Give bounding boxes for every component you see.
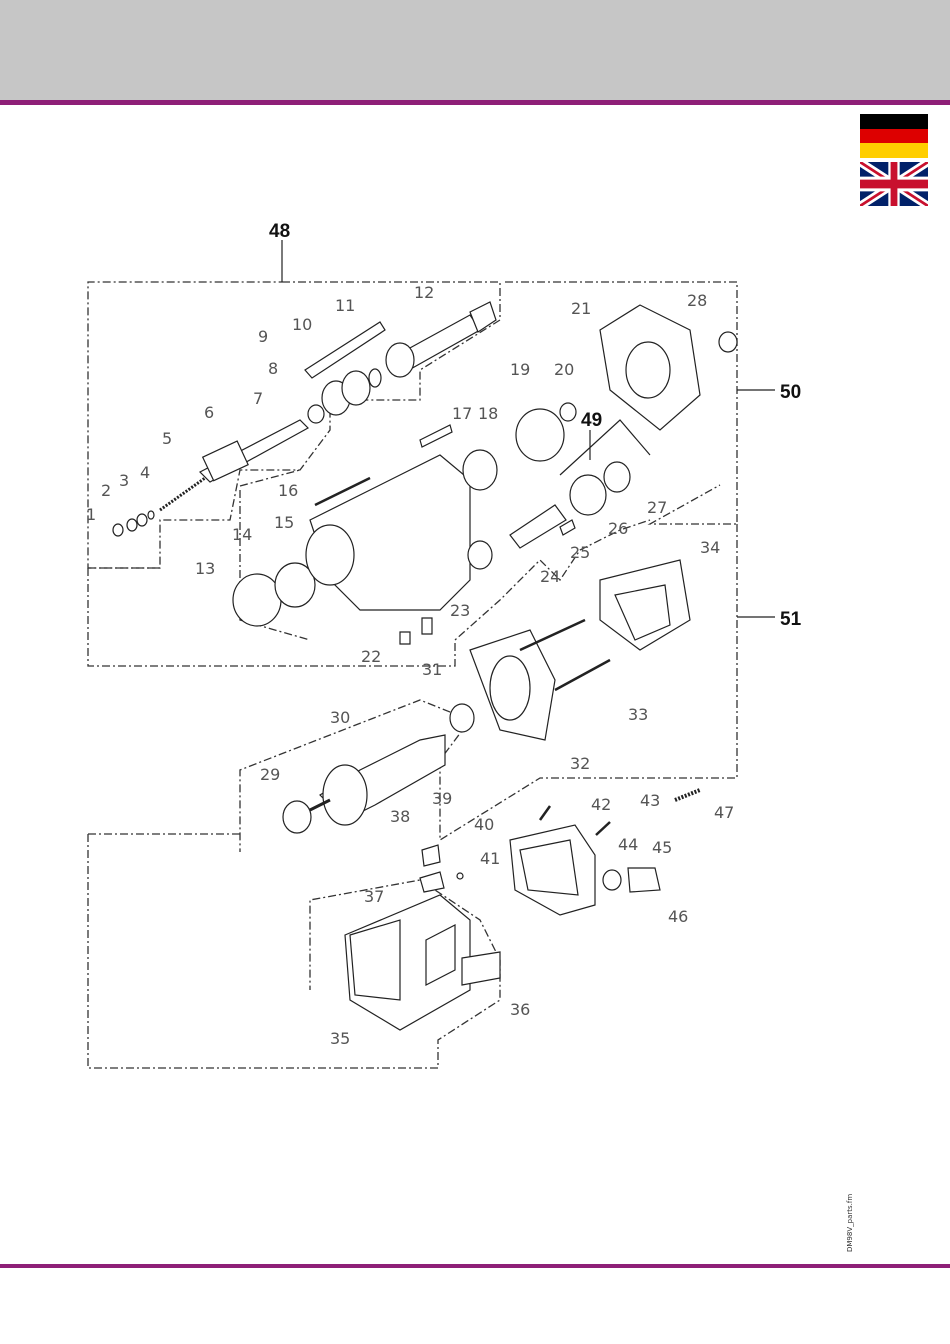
- part-number: 8: [268, 359, 278, 378]
- part-number: 28: [687, 291, 707, 310]
- group-number: 51: [780, 609, 802, 630]
- group-number: 50: [780, 382, 801, 403]
- group-number: 49: [581, 410, 602, 431]
- part-number: 34: [700, 538, 720, 557]
- part-number: 20: [554, 360, 574, 379]
- part-number: 3: [119, 471, 129, 490]
- part-number: 18: [478, 404, 498, 423]
- part-number: 38: [390, 807, 410, 826]
- part-number: 47: [714, 803, 734, 822]
- part-number: 10: [292, 315, 312, 334]
- part-number: 46: [668, 907, 688, 926]
- part-number: 19: [510, 360, 530, 379]
- part-number: 5: [162, 429, 172, 448]
- part-number: 16: [278, 481, 298, 500]
- part-number: 31: [422, 660, 442, 679]
- footer-filename: DM98V_parts.fm: [846, 1194, 854, 1252]
- part-number: 40: [474, 815, 494, 834]
- part-number: 44: [618, 835, 638, 854]
- part-number: 12: [414, 283, 434, 302]
- part-number: 23: [450, 601, 470, 620]
- part-number: 39: [432, 789, 452, 808]
- part-number: 4: [140, 463, 150, 482]
- part-number: 13: [195, 559, 215, 578]
- part-number: 2: [101, 481, 111, 500]
- part-number: 41: [480, 849, 500, 868]
- part-number: 35: [330, 1029, 350, 1048]
- part-number: 33: [628, 705, 648, 724]
- part-number: 1: [86, 505, 96, 524]
- part-number: 21: [571, 299, 591, 318]
- footer-accent-line: [0, 1264, 950, 1268]
- part-number: 25: [570, 543, 590, 562]
- part-number: 36: [510, 1000, 530, 1019]
- part-number: 37: [364, 887, 384, 906]
- part-number: 30: [330, 708, 350, 727]
- part-number: 45: [652, 838, 672, 857]
- part-number: 17: [452, 404, 472, 423]
- part-number: 7: [253, 389, 263, 408]
- part-number: 6: [204, 403, 214, 422]
- part-number: 43: [640, 791, 660, 810]
- part-number: 42: [591, 795, 611, 814]
- part-number: 22: [361, 647, 381, 666]
- group-number: 48: [269, 221, 290, 242]
- part-number: 14: [232, 525, 252, 544]
- part-number: 27: [647, 498, 667, 517]
- part-number: 15: [274, 513, 294, 532]
- part-number: 26: [608, 519, 628, 538]
- part-number: 9: [258, 327, 268, 346]
- part-number: 32: [570, 754, 590, 773]
- part-number: 29: [260, 765, 280, 784]
- part-number: 24: [540, 567, 560, 586]
- part-number: 11: [335, 296, 355, 315]
